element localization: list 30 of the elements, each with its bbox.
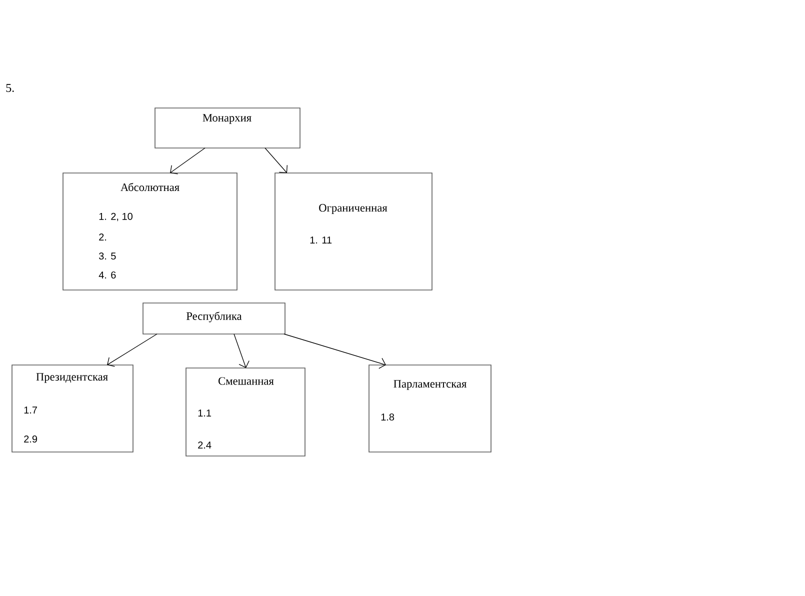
- box-item: 1.1: [198, 410, 212, 416]
- box-heading: Парламентская: [394, 380, 467, 390]
- box-item: 2.9: [24, 435, 38, 443]
- box-item: 2.4: [198, 442, 212, 448]
- arrow: [170, 148, 206, 174]
- arrow: [107, 334, 158, 367]
- box: [62, 172, 238, 290]
- box: [154, 108, 300, 148]
- box-item: 3. 5: [98, 252, 116, 260]
- box-heading: Абсолютная: [120, 182, 180, 192]
- box-item: 1. 11: [310, 236, 332, 244]
- arrow: [264, 148, 288, 173]
- box-item: 2.: [99, 234, 106, 240]
- box-heading: Смешанная: [218, 377, 274, 385]
- box-item: 4. 6: [98, 271, 116, 279]
- arrow: [284, 334, 386, 369]
- box: [274, 172, 432, 290]
- box-heading: Ограниченная: [319, 204, 388, 214]
- box: [142, 302, 286, 334]
- box: [186, 368, 306, 456]
- task-number: 5.: [6, 84, 14, 92]
- box-heading: Монархия: [202, 114, 252, 124]
- box-item: 1.7: [24, 406, 37, 414]
- box-item: 1. 2, 10: [99, 212, 132, 222]
- box-item: 1.8: [381, 413, 394, 421]
- box-heading: Президентская: [36, 373, 108, 383]
- box-heading: Республика: [186, 312, 242, 322]
- box: [12, 364, 134, 452]
- arrow: [234, 334, 250, 368]
- box: [368, 364, 492, 452]
